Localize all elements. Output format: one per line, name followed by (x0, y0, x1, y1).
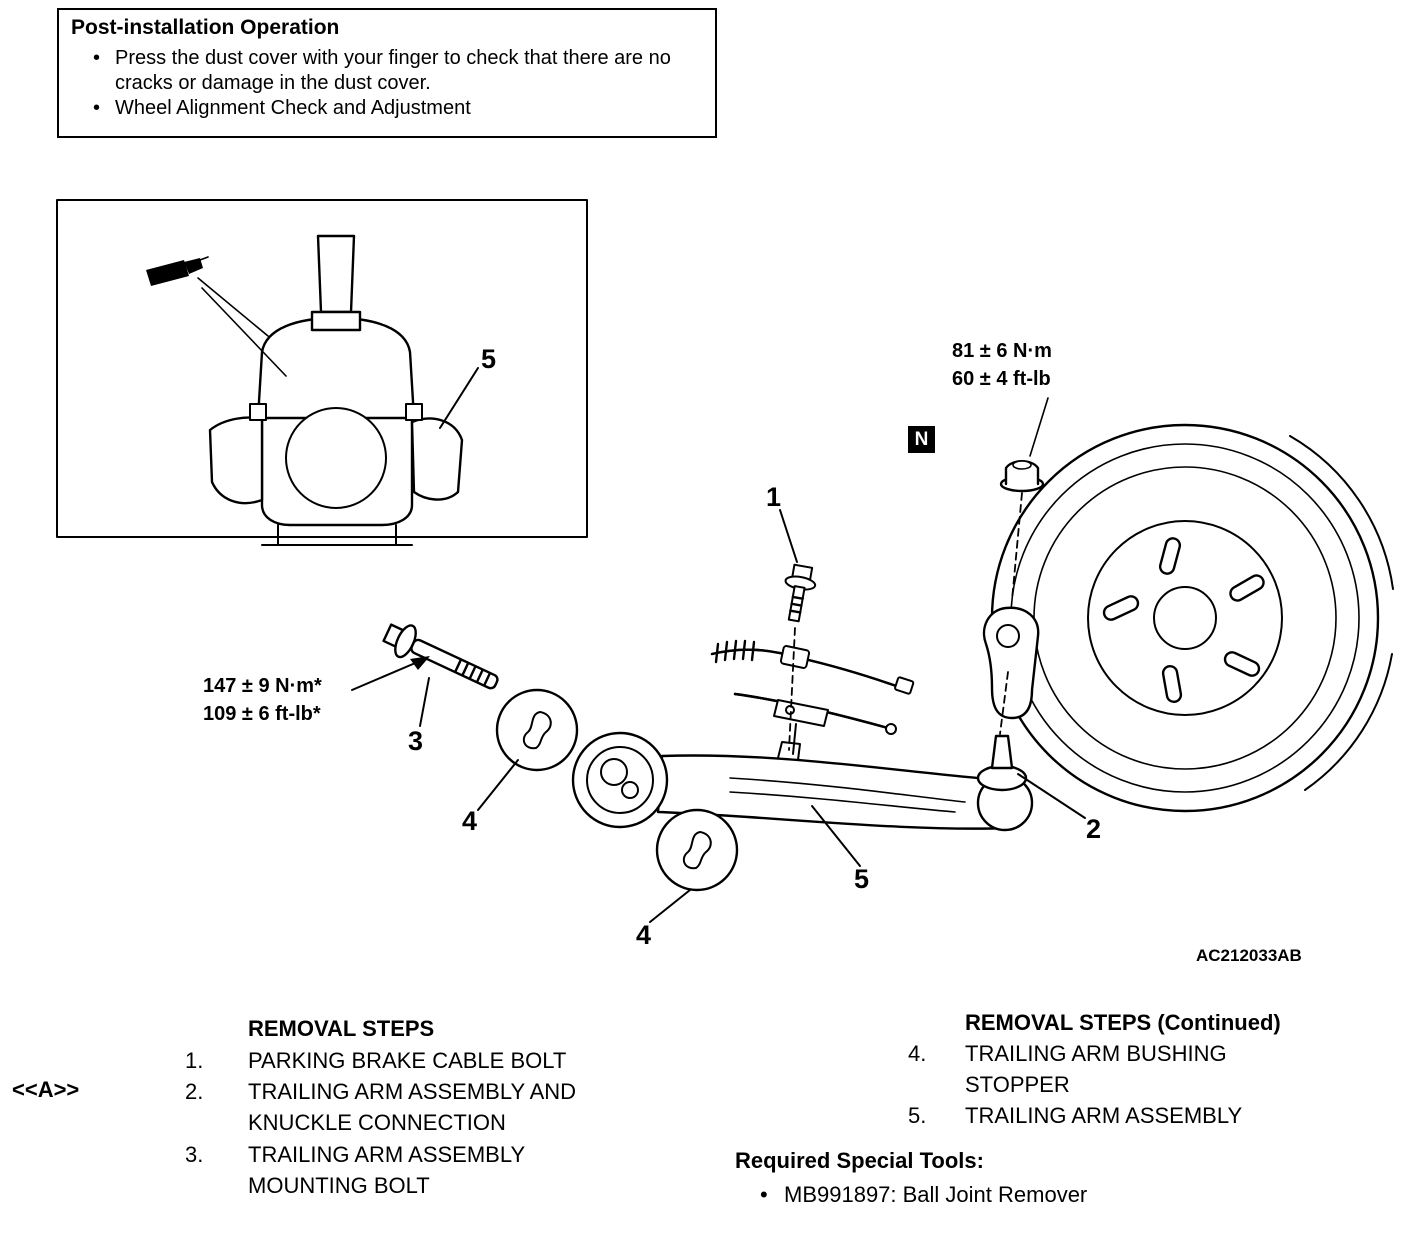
step-1-text: PARKING BRAKE CABLE BOLT (248, 1048, 567, 1073)
self-locking-nut-symbol: N (908, 426, 935, 453)
dust-cover (256, 316, 416, 420)
figure-code: AC212033AB (1196, 946, 1302, 965)
ball-joint-stud (316, 234, 356, 314)
step-1-num: 1. (185, 1048, 204, 1073)
step-4-text-line1: TRAILING ARM BUSHING (965, 1041, 1227, 1066)
lug-slots (1102, 537, 1265, 704)
step-4-text-line2: STOPPER (965, 1072, 1070, 1097)
callout-4a: 4 (462, 806, 478, 836)
bullet-icon: • (93, 47, 101, 69)
step-2-text-line1: TRAILING ARM ASSEMBLY AND (248, 1079, 577, 1104)
bolt-shaft (410, 638, 499, 690)
torque-lower-arrow-line (351, 660, 421, 691)
callout-1-leader (779, 509, 798, 563)
arm-bushing-eye (571, 731, 669, 829)
cable-end-fitting (894, 676, 915, 695)
drum-lip-arc-bottom (1304, 653, 1393, 791)
special-tool-item: MB991897: Ball Joint Remover (784, 1182, 1088, 1207)
ball-joint-boot (976, 764, 1028, 792)
callout-4a-leader (477, 759, 519, 811)
clamp-ring-left (249, 403, 267, 421)
special-tool-bullet-icon: • (760, 1182, 768, 1207)
grease-leader-1 (201, 287, 287, 377)
step-5-text: TRAILING ARM ASSEMBLY (965, 1103, 1243, 1128)
cable-bolt-axis-dashed (788, 627, 796, 751)
step-3-text-line2: MOUNTING BOLT (248, 1173, 430, 1198)
callout-3-leader (419, 677, 430, 727)
inset-border (56, 199, 588, 538)
parking-brake-cable (710, 639, 915, 755)
bolt-threads (454, 659, 491, 686)
ball-joint-inset-figure (56, 199, 588, 546)
ball-joint-housing (260, 416, 414, 527)
a-marker: <<A>> (12, 1077, 80, 1102)
removal-steps-cont-heading: REMOVAL STEPS (Continued) (965, 1010, 1281, 1035)
bracket-stem (792, 723, 797, 755)
trailing-arm (656, 741, 1034, 832)
center-hole (1153, 586, 1217, 650)
bullet-text: Wheel Alignment Check and Adjustment (115, 97, 471, 119)
post-install-bullet-2: • Wheel Alignment Check and Adjustment (93, 96, 703, 121)
callout-5-inset: 5 (481, 344, 497, 374)
cable-boot-ribs (714, 639, 756, 664)
torque-upper-imperial: 60 ± 4 ft-lb (952, 368, 1051, 390)
brake-drum (990, 423, 1394, 813)
post-install-box: Post-installation Operation • Press the … (57, 8, 717, 138)
mounting-bolt (382, 623, 499, 690)
ball-stud-ball (285, 407, 387, 509)
torque-lower-imperial: 109 ± 6 ft-lb* (203, 703, 321, 725)
callout-5-leader (811, 805, 861, 867)
callout-3: 3 (408, 726, 424, 756)
bullet-text: Press the dust cover with your finger to… (115, 47, 671, 94)
callout-1: 1 (766, 482, 782, 512)
cable-bolt (784, 563, 817, 623)
hub-circle (1087, 520, 1283, 716)
torque-upper-leader (1029, 397, 1049, 457)
bullet-icon: • (93, 97, 101, 119)
step-2-num: 2. (185, 1079, 204, 1104)
grease-icon (146, 256, 209, 286)
step-3-text-line1: TRAILING ARM ASSEMBLY (248, 1142, 526, 1167)
housing-base (261, 524, 413, 546)
nut-axis-dashed-2 (999, 671, 1009, 735)
callout-2: 2 (1086, 814, 1102, 844)
bolt-threads (789, 595, 804, 614)
callout-2-leader (1017, 773, 1086, 819)
step-2-text-line2: KNUCKLE CONNECTION (248, 1110, 506, 1135)
step-3-num: 3. (185, 1142, 204, 1167)
callout-4b: 4 (636, 920, 652, 950)
arm-ball-joint (976, 734, 1028, 792)
step-5-num: 5. (908, 1103, 927, 1128)
bushing-stopper-2 (655, 808, 739, 892)
torque-upper-metric: 81 ± 6 N·m (952, 340, 1052, 362)
arm-top-tab (777, 741, 801, 761)
drum-lip-arc-top (1289, 435, 1394, 590)
drum-outer (990, 423, 1380, 813)
special-tools-heading: Required Special Tools: (735, 1148, 984, 1173)
stud-collar (310, 310, 362, 332)
post-install-title: Post-installation Operation (71, 16, 340, 39)
callout-4b-leader (649, 889, 691, 923)
clamp-ring-right (405, 403, 423, 421)
nut-axis-dashed-1 (1011, 492, 1023, 601)
removal-steps-heading: REMOVAL STEPS (248, 1016, 435, 1041)
torque-lower-arrowhead (410, 656, 430, 670)
self-locking-nut (999, 460, 1045, 493)
inset-callout-5-leader (439, 367, 479, 429)
inner-cable-end (885, 723, 897, 735)
torque-lower-metric: 147 ± 9 N·m* (203, 675, 322, 697)
bushing-stopper-1 (495, 688, 579, 772)
ball-joint-stud (990, 734, 1014, 770)
post-install-bullet-1: • Press the dust cover with your finger … (93, 46, 703, 96)
step-4-num: 4. (908, 1041, 927, 1066)
knuckle-wing-right (410, 417, 464, 501)
cable-connector (779, 645, 811, 669)
knuckle-wing-left (208, 416, 264, 505)
knuckle-bracket (982, 606, 1040, 720)
cable-bracket (773, 699, 829, 727)
callout-5: 5 (854, 864, 870, 894)
grease-leader-2 (197, 277, 269, 337)
